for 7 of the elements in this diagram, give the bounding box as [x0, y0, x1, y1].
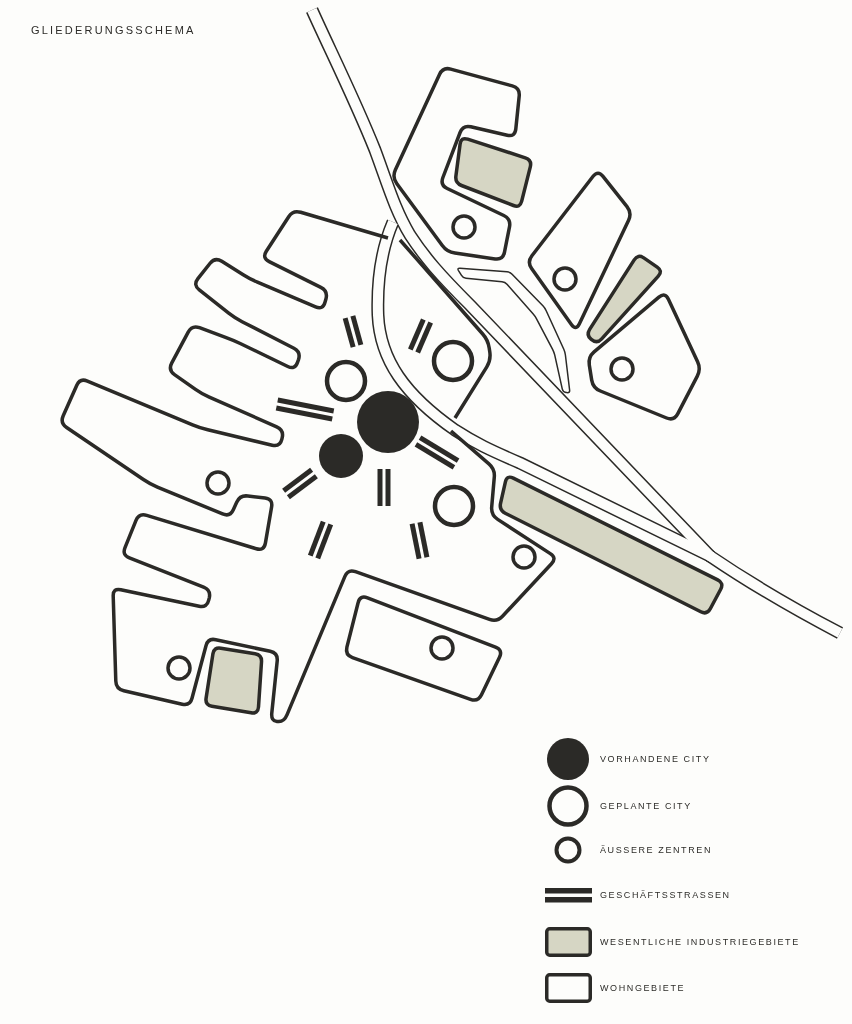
- legend-label: WESENTLICHE INDUSTRIEGEBIETE: [600, 936, 800, 948]
- legend-label: VORHANDENE CITY: [600, 753, 711, 765]
- legend-label: GESCHÄFTSSTRASSEN: [600, 889, 731, 901]
- legend-label: WOHNGEBIETE: [600, 982, 686, 994]
- legend-label: GEPLANTE CITY: [600, 800, 692, 812]
- diagram-title: GLIEDERUNGSSCHEMA: [31, 24, 196, 36]
- legend-label: ÄUSSERE ZENTREN: [600, 844, 712, 856]
